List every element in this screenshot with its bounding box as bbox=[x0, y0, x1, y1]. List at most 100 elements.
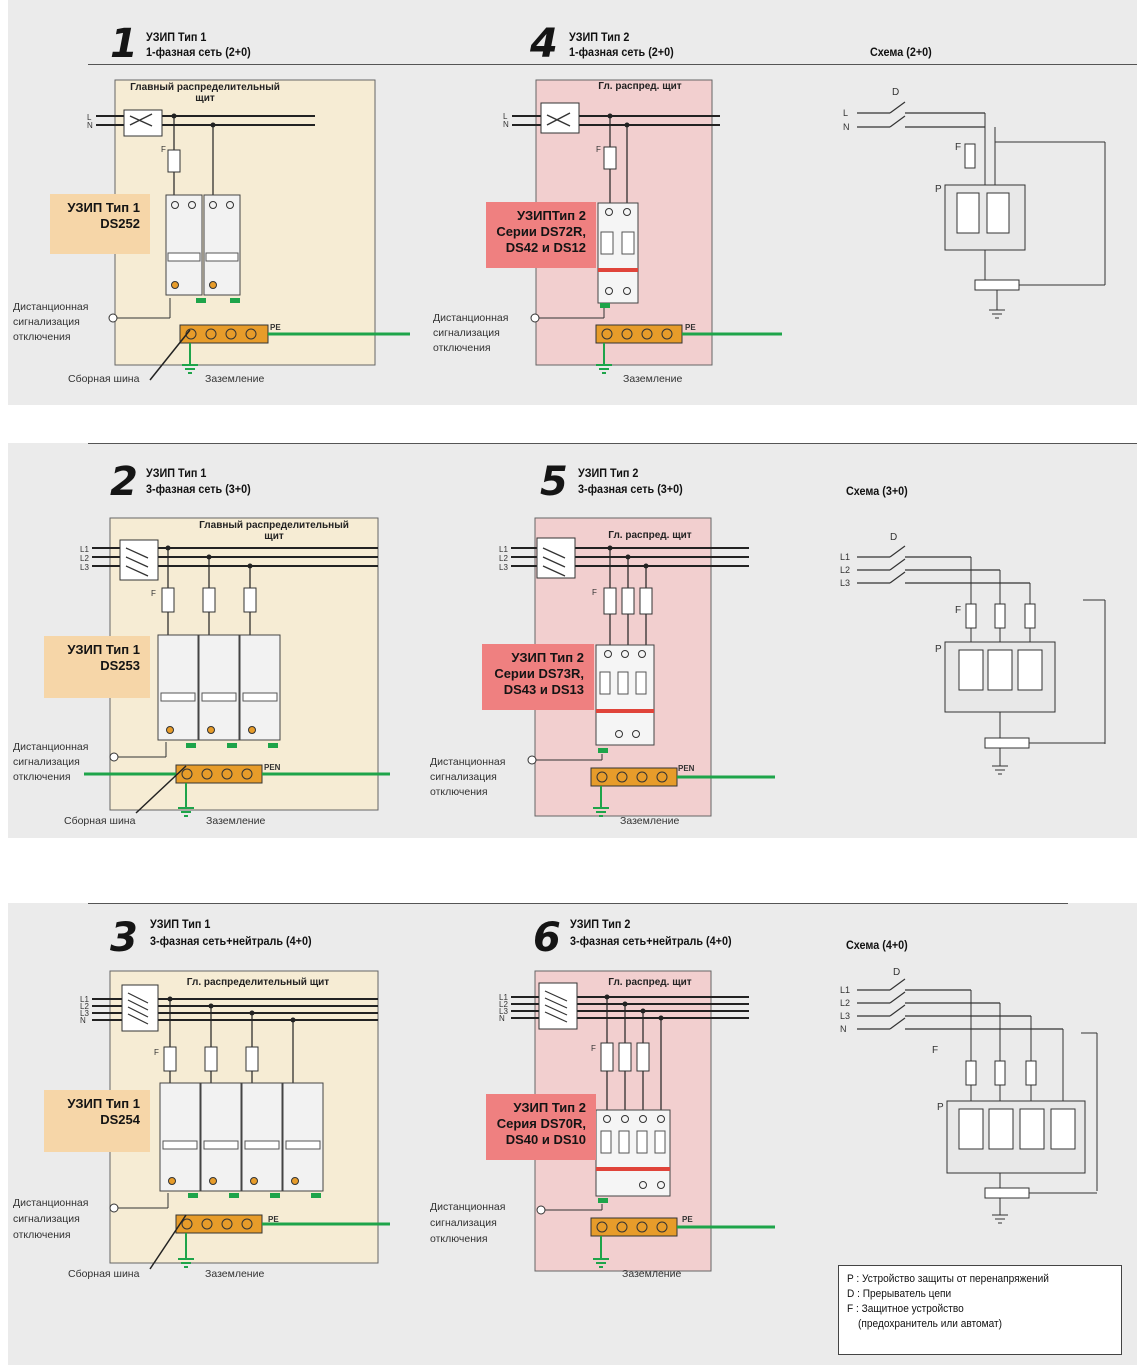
board-diagram-6: L1 L2 L3 N F bbox=[499, 970, 775, 1272]
spd-module-1 bbox=[159, 1082, 201, 1192]
remote-signal-label-5c: отключения bbox=[430, 786, 488, 798]
section-number-5: 5 bbox=[540, 459, 568, 505]
board-line-label-N: N bbox=[80, 1016, 86, 1025]
board-title-4: Гл. распред. щит bbox=[598, 81, 682, 92]
scheme-line-label-L2: L2 bbox=[840, 998, 850, 1008]
signal-lamp-icon bbox=[530, 313, 540, 323]
section-number-3: 3 bbox=[110, 915, 138, 961]
ground-label-4: Заземление bbox=[623, 373, 683, 385]
fuse bbox=[245, 1046, 259, 1072]
board-line-label-L1: L1 bbox=[499, 545, 508, 554]
scheme-line-label-N: N bbox=[843, 122, 850, 132]
remote-signal-label-2a: Дистанционная bbox=[13, 741, 89, 753]
scheme-diagram-1: L N D F P bbox=[843, 87, 1106, 319]
scheme-fuse bbox=[1024, 603, 1036, 629]
scheme-line-label-L1: L1 bbox=[840, 985, 850, 995]
spd-module-3 bbox=[239, 634, 281, 741]
remote-signal-label-3b: сигнализация bbox=[13, 1213, 80, 1225]
scheme-pe-terminal bbox=[974, 279, 1020, 291]
signal-lamp-icon bbox=[536, 1205, 546, 1215]
fuse bbox=[603, 146, 617, 170]
board-line-label-L2: L2 bbox=[499, 1000, 508, 1009]
board-line-label-N: N bbox=[87, 121, 93, 130]
fuse bbox=[163, 1046, 177, 1072]
spd-module-3 bbox=[241, 1082, 283, 1192]
scheme-fuse bbox=[965, 603, 977, 629]
spd-module-2 bbox=[203, 194, 241, 296]
remote-signal-label-4b: сигнализация bbox=[433, 327, 500, 339]
device-label-line2: Серия DS70R, bbox=[496, 1116, 586, 1131]
scheme-diagram-2: L1 L2 L3 D F P bbox=[840, 532, 1106, 775]
section-number-1: 1 bbox=[110, 21, 138, 67]
pe-busbar bbox=[179, 324, 269, 344]
busbar-label-3: Сборная шина bbox=[68, 1268, 140, 1280]
device-label-line1: УЗИП Тип 1 bbox=[67, 1096, 140, 1111]
scheme-pe-terminal bbox=[984, 1187, 1030, 1199]
section-title-5: УЗИП Тип 2 bbox=[578, 466, 639, 480]
remote-signal-label-1c: отключения bbox=[13, 331, 71, 343]
pe-busbar bbox=[175, 1214, 263, 1234]
legend-item-f-detail: (предохранитель или автомат) bbox=[858, 1318, 1003, 1330]
scheme-title-3: Схема (4+0) bbox=[846, 938, 908, 952]
remote-signal-label-3c: отключения bbox=[13, 1229, 71, 1241]
board-title-5: Гл. распред. щит bbox=[608, 530, 692, 541]
scheme-fuse bbox=[994, 603, 1006, 629]
scheme-line-label-L2: L2 bbox=[840, 565, 850, 575]
signal-lamp-icon bbox=[109, 1203, 119, 1213]
scheme-diagram-3: L1 L2 L3 N D F P bbox=[840, 967, 1098, 1224]
pen-busbar bbox=[175, 764, 263, 784]
board-diagram-3: L1 L2 L3 N F bbox=[80, 970, 390, 1270]
spd-module-4 bbox=[282, 1082, 324, 1192]
device-label-6: УЗИП Тип 2 Серия DS70R, DS40 и DS10 bbox=[486, 1094, 596, 1160]
pe-label-3: PE bbox=[268, 1215, 279, 1224]
section-subtitle-4: 1-фазная сеть (2+0) bbox=[569, 45, 674, 59]
remote-signal-label-4a: Дистанционная bbox=[433, 312, 509, 324]
ground-label-6: Заземление bbox=[622, 1268, 682, 1280]
ground-label-2: Заземление bbox=[206, 815, 266, 827]
spd-module-2 bbox=[198, 634, 240, 741]
device-label-line2: Серии DS72R, bbox=[496, 224, 586, 239]
scheme-label-P: P bbox=[935, 184, 942, 195]
remote-signal-label-5a: Дистанционная bbox=[430, 756, 506, 768]
section-title-2: УЗИП Тип 1 bbox=[146, 466, 207, 480]
scheme-label-D: D bbox=[892, 87, 899, 98]
device-label-line3: DS43 и DS13 bbox=[503, 682, 584, 697]
main-switch bbox=[538, 982, 578, 1030]
section-subtitle-6: 3-фазная сеть+нейтраль (4+0) bbox=[570, 934, 732, 948]
pe-busbar bbox=[590, 1217, 678, 1237]
board-title-1: Главный распределительный щит bbox=[130, 82, 280, 104]
spd-module-1 bbox=[165, 194, 203, 296]
scheme-fuse bbox=[994, 1060, 1006, 1086]
fuse bbox=[243, 587, 257, 613]
scheme-label-F: F bbox=[955, 605, 961, 616]
board-line-label-L: L bbox=[87, 113, 92, 122]
busbar-label-1: Сборная шина bbox=[68, 373, 140, 385]
fuse bbox=[161, 587, 175, 613]
signal-lamp-icon bbox=[108, 313, 118, 323]
scheme-label-P: P bbox=[935, 644, 942, 655]
main-switch bbox=[119, 539, 159, 581]
board-line-label-L3: L3 bbox=[499, 1007, 508, 1016]
section-number-6: 6 bbox=[533, 915, 561, 961]
device-label-5: УЗИП Тип 2 Серии DS73R, DS43 и DS13 bbox=[482, 644, 594, 710]
remote-signal-label-1a: Дистанционная bbox=[13, 301, 89, 313]
signal-lamp-icon bbox=[109, 752, 119, 762]
scheme-line-label-N: N bbox=[840, 1024, 847, 1034]
fuse bbox=[204, 1046, 218, 1072]
remote-signal-label-6a: Дистанционная bbox=[430, 1201, 506, 1213]
header-rule-1 bbox=[88, 64, 1137, 65]
board-line-label-L3: L3 bbox=[499, 563, 508, 572]
board-line-label-N: N bbox=[503, 120, 509, 129]
device-label-line1: УЗИП Тип 2 bbox=[513, 1100, 586, 1115]
board-title-3: Гл. распределительный щит bbox=[186, 977, 330, 988]
section-title-4: УЗИП Тип 2 bbox=[569, 30, 630, 44]
fuse bbox=[636, 1042, 650, 1072]
section-number-2: 2 bbox=[110, 459, 138, 505]
board-diagram-2: L1 L2 L3 F bbox=[80, 517, 390, 817]
device-label-1: УЗИП Тип 1 DS252 bbox=[50, 194, 150, 254]
section-number-4: 4 bbox=[530, 21, 558, 67]
fuse-label: F bbox=[591, 1044, 596, 1053]
section-title-6: УЗИП Тип 2 bbox=[570, 917, 631, 931]
fuse-label: F bbox=[154, 1048, 159, 1057]
scheme-label-D: D bbox=[893, 967, 900, 978]
